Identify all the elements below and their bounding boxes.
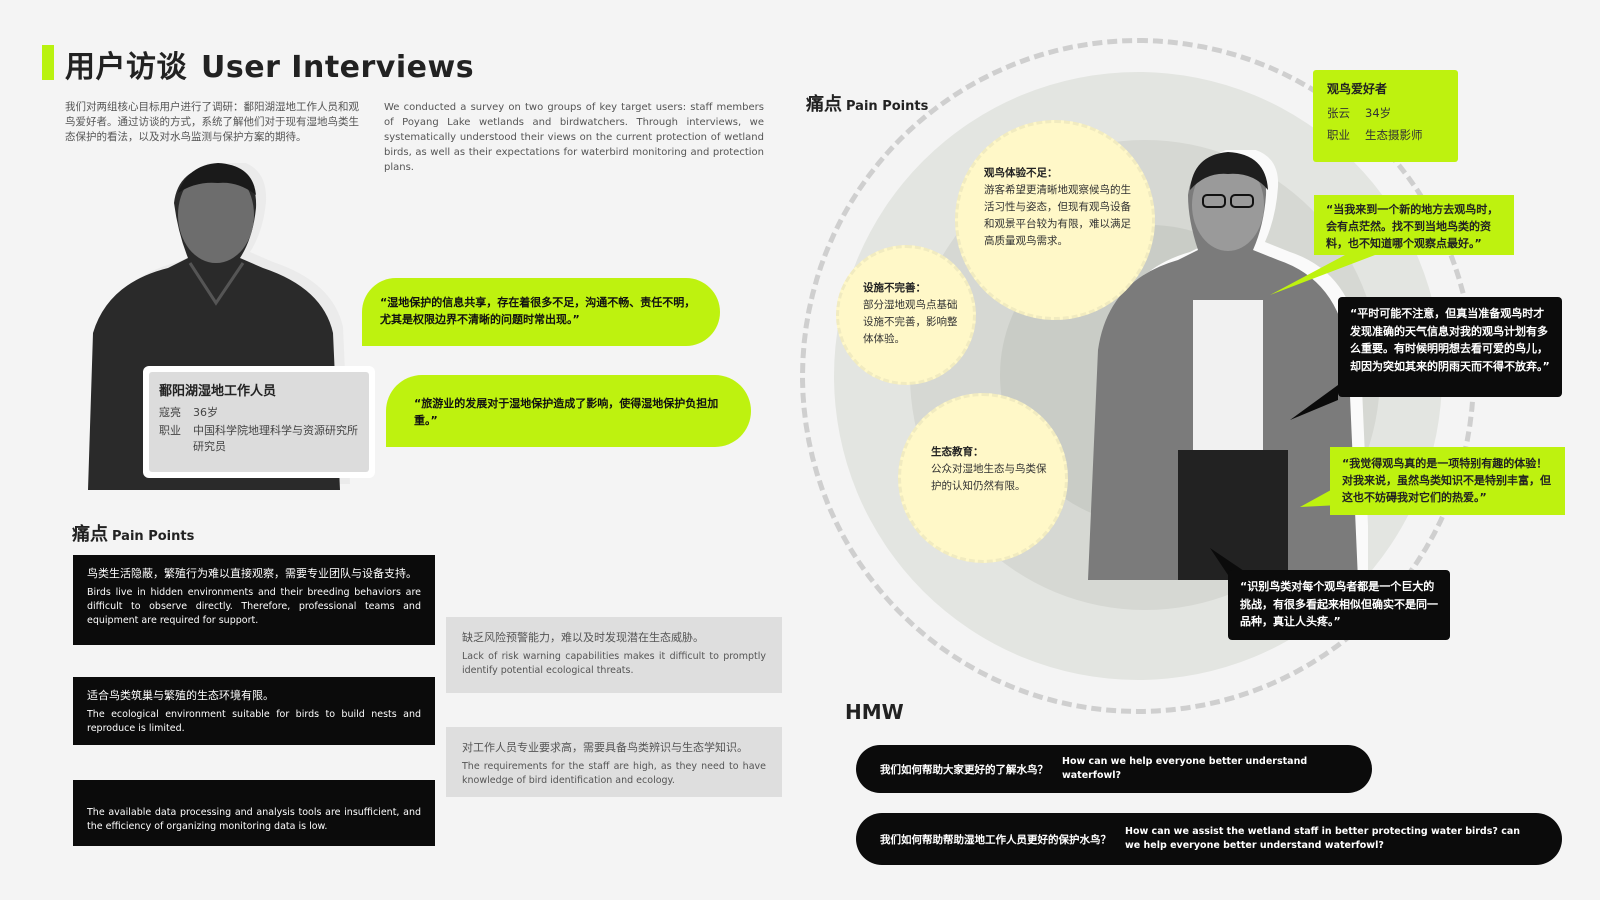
pain-point-circle: 生态教育： 公众对湿地生态与鸟类保护的认知仍然有限。 xyxy=(898,393,1068,563)
staff-quote-1: “湿地保护的信息共享，存在着很多不足，沟通不畅、责任不明，尤其是权限边界不清晰的… xyxy=(362,278,720,346)
birdwatcher-quote-black: “平时可能不注意，但真当准备观鸟时才发现准确的天气信息对我的观鸟计划有多么重要。… xyxy=(1338,297,1562,397)
hmw-pill: 我们如何帮助大家更好的了解水鸟？ How can we help everyon… xyxy=(856,745,1372,793)
intro-text-cn: 我们对两组核心目标用户进行了调研：鄱阳湖湿地工作人员和观鸟爱好者。通过访谈的方式… xyxy=(65,101,359,143)
birdwatcher-quote-black: “识别鸟类对每个观鸟者都是一个巨大的挑战，有很多看起来相似但确实不是同一品种，真… xyxy=(1228,570,1450,640)
birdwatcher-quote-green: “我觉得观鸟真的是一项特别有趣的体验！对我来说，虽然鸟类知识不是特别丰富，但这也… xyxy=(1330,447,1565,515)
pain-point-circle: 观鸟体验不足： 游客希望更清晰地观察候鸟的生活习性与姿态，但现有观鸟设备和观景平… xyxy=(955,120,1155,320)
pain-point-box: 鸟类生活隐蔽，繁殖行为难以直接观察，需要专业团队与设备支持。 Birds liv… xyxy=(73,555,435,645)
pain-point-box-grey: 缺乏风险预警能力，难以及时发现潜在生态威胁。 Lack of risk warn… xyxy=(446,617,782,693)
persona-job-row: 职业中国科学院地理科学与资源研究所研究员 xyxy=(159,424,358,453)
hmw-pill: 我们如何帮助帮助湿地工作人员更好的保护水鸟？ How can we assist… xyxy=(856,813,1562,865)
pain-point-circle: 设施不完善： 部分湿地观鸟点基础设施不完善，影响整体体验。 xyxy=(836,245,976,385)
persona-title: 观鸟爱好者 xyxy=(1327,82,1388,96)
persona-job-row: 职业生态摄影师 xyxy=(1327,128,1423,142)
pain-point-box-grey: 对工作人员专业要求高，需要具备鸟类辨识与生态学知识。 The requireme… xyxy=(446,727,782,797)
persona-title: 鄱阳湖湿地工作人员 xyxy=(159,384,277,399)
staff-quote-2: “旅游业的发展对于湿地保护造成了影响，使得湿地保护负担加重。” xyxy=(386,375,751,447)
hmw-label: HMW xyxy=(845,700,904,724)
title-accent-bar xyxy=(42,45,54,80)
birdwatcher-quote-green: “当我来到一个新的地方去观鸟时，会有点茫然。找不到当地鸟类的资料，也不知道哪个观… xyxy=(1314,195,1514,255)
pain-point-box: 适合鸟类筑巢与繁殖的生态环境有限。 The ecological environ… xyxy=(73,677,435,745)
intro-text-en: We conducted a survey on two groups of k… xyxy=(384,102,764,173)
pain-point-box: The available data processing and analys… xyxy=(73,780,435,846)
